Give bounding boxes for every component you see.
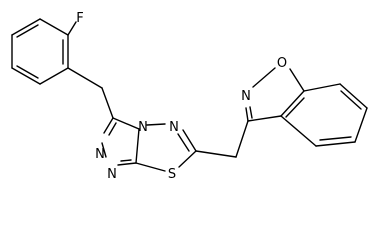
fluorine-label: F [76, 11, 83, 26]
triazole-nitrogen-left-label: N [95, 147, 105, 162]
methylene-bond-right [195, 150, 237, 158]
methylene-bond-right-2 [235, 120, 249, 158]
thiadiazole-nitrogen-label: N [169, 120, 179, 135]
thiadiazole-ring [135, 123, 197, 172]
sulfur-label: S [168, 167, 176, 182]
triazole-bridgehead-nitrogen-label: N [138, 120, 148, 135]
molecule-diagram: F O N N N N N S [11, 11, 368, 182]
structure-drawing: F O N N N N N S [11, 11, 368, 182]
isoxazole-oxygen-label: O [277, 56, 287, 71]
benzisoxazole-ring [245, 67, 368, 147]
methylene-bond-left [67, 67, 103, 89]
isoxazole-nitrogen-label: N [241, 89, 251, 104]
triazole-ring [101, 117, 140, 166]
triazole-nitrogen-bottom-label: N [107, 167, 117, 182]
fluorophenyl-ring [11, 18, 77, 85]
methylene-bond-left-2 [101, 87, 114, 119]
